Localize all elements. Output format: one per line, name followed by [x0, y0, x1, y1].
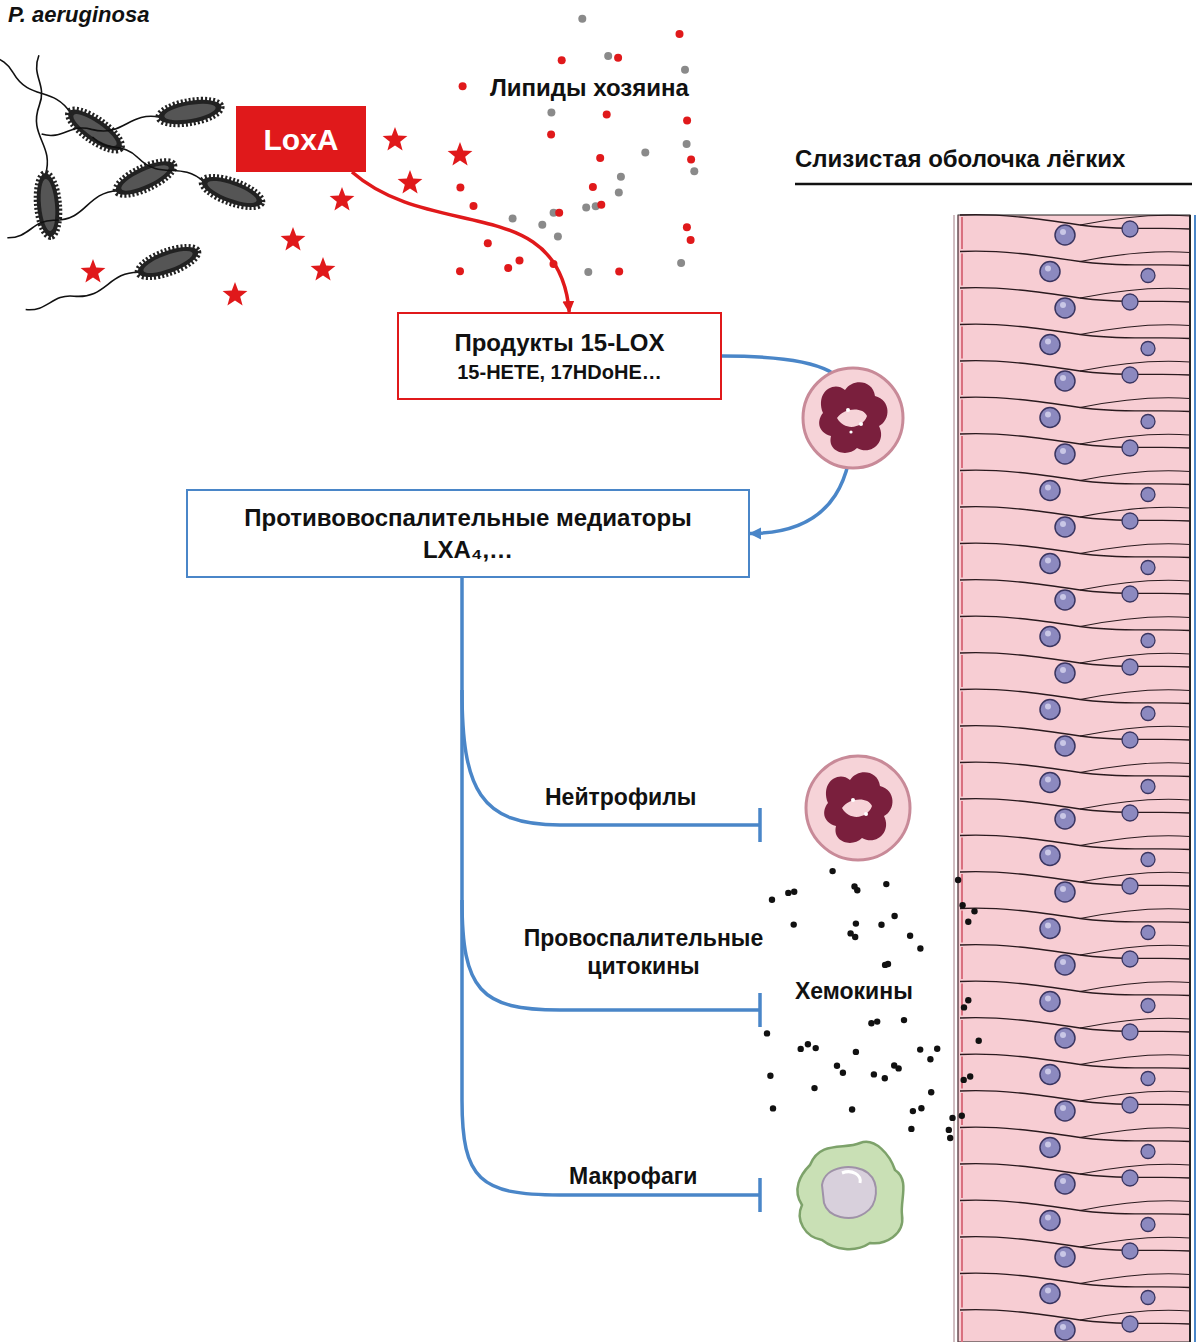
text-label: P. aeruginosa [5, 2, 152, 28]
bacteria [0, 35, 266, 324]
node-text: LXA₄,… [423, 534, 513, 565]
text-label: Хемокины [792, 978, 916, 1006]
mediator-box: Противовоспалительные медиаторыLXA₄,… [186, 489, 750, 578]
text-label: Слизистая оболочка лёгких [792, 145, 1128, 174]
node-text: Противовоспалительные медиаторы [244, 502, 691, 533]
text-label: Макрофаги [566, 1163, 700, 1191]
text-label: Липиды хозяина [487, 74, 692, 103]
text-label: Провоспалительные цитокины [488, 925, 799, 980]
product-box: Продукты 15-LOX15-HETE, 17HDoHE… [397, 312, 722, 400]
inhibition-lines [462, 578, 760, 1212]
neutrophil-cell [806, 756, 910, 860]
node-text: LoxA [264, 120, 339, 159]
node-text: Продукты 15-LOX [454, 327, 664, 358]
text-label: Нейтрофилы [542, 784, 699, 812]
arrow-connector [352, 172, 569, 312]
header-underline [795, 183, 1192, 186]
node-text: 15-HETE, 17HDoHE… [457, 359, 662, 385]
chemokine-dots [764, 868, 982, 1141]
macrophage-cell [797, 1142, 903, 1249]
lung-epithelium [952, 215, 1195, 1342]
neutrophil-cell [803, 368, 903, 468]
host-lipid-dots [456, 15, 698, 276]
enzyme-box: LoxA [236, 106, 366, 172]
